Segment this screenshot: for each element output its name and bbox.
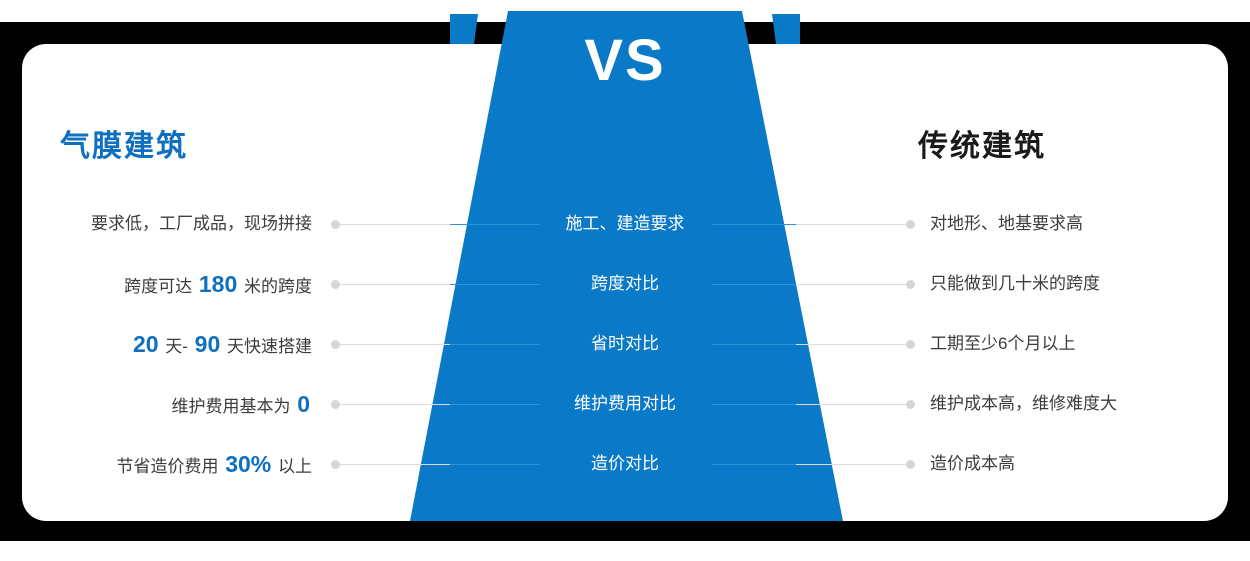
highlight-value: 90 [194, 331, 221, 357]
highlight-value: 180 [198, 271, 238, 297]
row-right-text: 只能做到几十米的跨度 [930, 274, 1100, 293]
row-right-text: 维护成本高，维修难度大 [930, 394, 1117, 413]
connector-line-inner [712, 284, 796, 285]
connector-dot-icon [906, 280, 915, 289]
plain-text: 要求低，工厂成品，现场拼接 [91, 214, 312, 233]
plain-text: 以上 [273, 457, 312, 476]
connector-line-inner [712, 404, 796, 405]
plain-text: 米的跨度 [239, 277, 312, 296]
connector-line-inner [712, 224, 796, 225]
connector-line-inner [450, 404, 540, 405]
connector-dot-icon [331, 220, 340, 229]
heading-traditional: 传统建筑 [918, 130, 1046, 163]
connector-line-inner [712, 464, 796, 465]
connector-line [340, 404, 450, 405]
connector-line-inner [712, 344, 796, 345]
connector-line [340, 344, 450, 345]
row-right-text: 造价成本高 [930, 454, 1015, 473]
connector-line-inner [450, 464, 540, 465]
row-right-text: 工期至少6个月以上 [930, 334, 1076, 353]
plain-text: 跨度可达 [124, 277, 197, 296]
row-right-text: 对地形、地基要求高 [930, 214, 1083, 233]
connector-dot-icon [331, 460, 340, 469]
row-center-label: 省时对比 [591, 334, 659, 353]
plain-text: 维护费用基本为 [171, 397, 296, 416]
plain-text: 节省造价费用 [116, 457, 224, 476]
connector-line [796, 464, 906, 465]
highlight-value: 0 [297, 391, 310, 417]
row-left-text: 20 天- 90 天快速搭建 [40, 329, 312, 362]
plain-text: 天- [160, 337, 193, 356]
connector-dot-icon [906, 220, 915, 229]
row-center-label: 造价对比 [591, 454, 659, 473]
connector-line [340, 464, 450, 465]
connector-line-inner [450, 344, 540, 345]
connector-dot-icon [331, 280, 340, 289]
comparison-row: 20 天- 90 天快速搭建 省时对比 工期至少6个月以上 [0, 329, 1250, 359]
row-left-text: 跨度可达 180 米的跨度 [40, 269, 312, 302]
row-left-text: 要求低，工厂成品，现场拼接 [40, 209, 312, 239]
comparison-row: 要求低，工厂成品，现场拼接 施工、建造要求 对地形、地基要求高 [0, 209, 1250, 239]
connector-dot-icon [906, 400, 915, 409]
connector-line [340, 284, 450, 285]
connector-line [796, 224, 906, 225]
comparison-row: 节省造价费用 30% 以上 造价对比 造价成本高 [0, 449, 1250, 479]
connector-dot-icon [331, 400, 340, 409]
connector-dot-icon [906, 460, 915, 469]
connector-dot-icon [906, 340, 915, 349]
comparison-row: 跨度可达 180 米的跨度 跨度对比 只能做到几十米的跨度 [0, 269, 1250, 299]
connector-line-inner [450, 224, 540, 225]
row-center-label: 跨度对比 [591, 274, 659, 293]
row-center-label: 施工、建造要求 [565, 214, 685, 233]
row-center-label: 维护费用对比 [574, 394, 676, 413]
plain-text: 天快速搭建 [222, 337, 312, 356]
vs-badge-label: VS [584, 28, 666, 93]
highlight-value: 30% [225, 451, 272, 477]
row-left-text: 维护费用基本为 0 [40, 389, 312, 422]
comparison-row: 维护费用基本为 0 维护费用对比 维护成本高，维修难度大 [0, 389, 1250, 419]
connector-line [340, 224, 450, 225]
connector-line [796, 404, 906, 405]
connector-line-inner [450, 284, 540, 285]
connector-line [796, 284, 906, 285]
connector-dot-icon [331, 340, 340, 349]
heading-air-dome: 气膜建筑 [60, 130, 188, 163]
connector-line [796, 344, 906, 345]
row-left-text: 节省造价费用 30% 以上 [40, 449, 312, 482]
highlight-value: 20 [132, 331, 159, 357]
